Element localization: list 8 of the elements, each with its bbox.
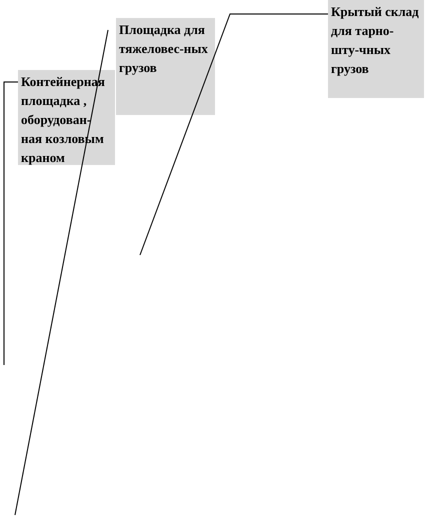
leader-line [4,82,18,366]
callout-text: Крытый склад для тарно-шту-чных грузов [331,3,420,78]
leader-line [14,30,108,516]
leader-line [140,14,328,256]
callout-box [18,70,115,165]
callout-box [116,18,215,115]
callout-text: Площадка для тяжеловес-ных грузов [119,21,209,77]
callout-box [328,0,424,98]
